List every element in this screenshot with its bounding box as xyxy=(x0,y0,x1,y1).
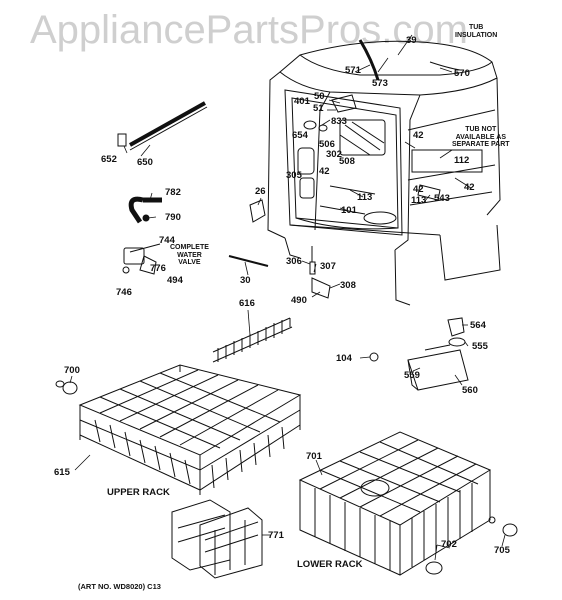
note-tub-insulation: TUB INSULATION xyxy=(455,24,498,39)
part-number-label-570: 570 xyxy=(454,68,470,79)
part-number-label-543: 543 xyxy=(434,193,450,204)
part-number-label-701: 701 xyxy=(306,451,322,462)
part-number-label-42: 42 xyxy=(464,182,475,193)
silverware-basket-drawing xyxy=(172,500,262,578)
part-number-label-113: 113 xyxy=(411,195,427,206)
part-number-label-652: 652 xyxy=(101,154,117,165)
parts-left xyxy=(118,103,330,298)
part-number-label-654: 654 xyxy=(292,130,308,141)
lower-rack-drawing xyxy=(300,432,517,575)
part-number-label-494: 494 xyxy=(167,275,183,286)
part-number-label-302: 302 xyxy=(326,149,342,160)
part-number-label-650: 650 xyxy=(137,157,153,168)
part-number-label-306: 306 xyxy=(286,256,302,267)
part-number-label-616: 616 xyxy=(239,298,255,309)
part-number-label-308: 308 xyxy=(340,280,356,291)
part-number-label-305: 305 xyxy=(286,170,302,181)
part-number-label-571: 571 xyxy=(345,65,361,76)
part-number-label-702: 702 xyxy=(441,539,457,550)
part-number-label-307: 307 xyxy=(320,261,336,272)
part-number-label-401: 401 xyxy=(294,96,310,107)
fence-616 xyxy=(213,318,292,362)
note-complete-water-valve: COMPLETE WATER VALVE xyxy=(170,244,209,266)
part-number-label-113: 113 xyxy=(357,192,373,203)
tub-drawing xyxy=(268,40,500,305)
part-number-label-42: 42 xyxy=(319,166,330,177)
leader-lines xyxy=(70,35,505,560)
part-number-label-555: 555 xyxy=(472,341,488,352)
part-number-label-559: 559 xyxy=(404,370,420,381)
part-number-label-771: 771 xyxy=(268,530,284,541)
part-number-label-573: 573 xyxy=(372,78,388,89)
watermark: AppliancePartsPros.com xyxy=(30,8,468,52)
part-number-label-833: 833 xyxy=(331,116,347,127)
part-number-label-776: 776 xyxy=(150,263,166,274)
part-number-label-560: 560 xyxy=(462,385,478,396)
parts-right xyxy=(370,318,468,390)
part-number-label-39: 39 xyxy=(406,35,417,46)
part-number-label-746: 746 xyxy=(116,287,132,298)
part-number-label-508: 508 xyxy=(339,156,355,167)
art-number-footer: (ART NO. WD8020) C13 xyxy=(78,582,161,591)
part-number-label-564: 564 xyxy=(470,320,486,331)
part-number-label-506: 506 xyxy=(319,139,335,150)
part-number-label-615: 615 xyxy=(54,467,70,478)
part-number-label-700: 700 xyxy=(64,365,80,376)
part-number-label-30: 30 xyxy=(240,275,251,286)
part-number-label-26: 26 xyxy=(255,186,266,197)
caption-upper-rack: UPPER RACK xyxy=(107,487,170,498)
part-number-label-790: 790 xyxy=(165,212,181,223)
part-number-label-782: 782 xyxy=(165,187,181,198)
note-tub-not-available: TUB NOT AVAILABLE AS SEPARATE PART xyxy=(452,126,510,148)
part-number-label-705: 705 xyxy=(494,545,510,556)
part-number-label-50: 50 xyxy=(314,91,325,102)
part-number-label-104: 104 xyxy=(336,353,352,364)
part-number-label-101: 101 xyxy=(341,205,357,216)
caption-lower-rack: LOWER RACK xyxy=(297,559,363,570)
part-number-label-42: 42 xyxy=(413,184,424,195)
part-number-label-490: 490 xyxy=(291,295,307,306)
part-number-label-51: 51 xyxy=(313,103,324,114)
part-number-label-744: 744 xyxy=(159,235,175,246)
upper-rack-drawing xyxy=(56,365,300,495)
part-number-label-42: 42 xyxy=(413,130,424,141)
part-number-label-112: 112 xyxy=(454,155,470,166)
